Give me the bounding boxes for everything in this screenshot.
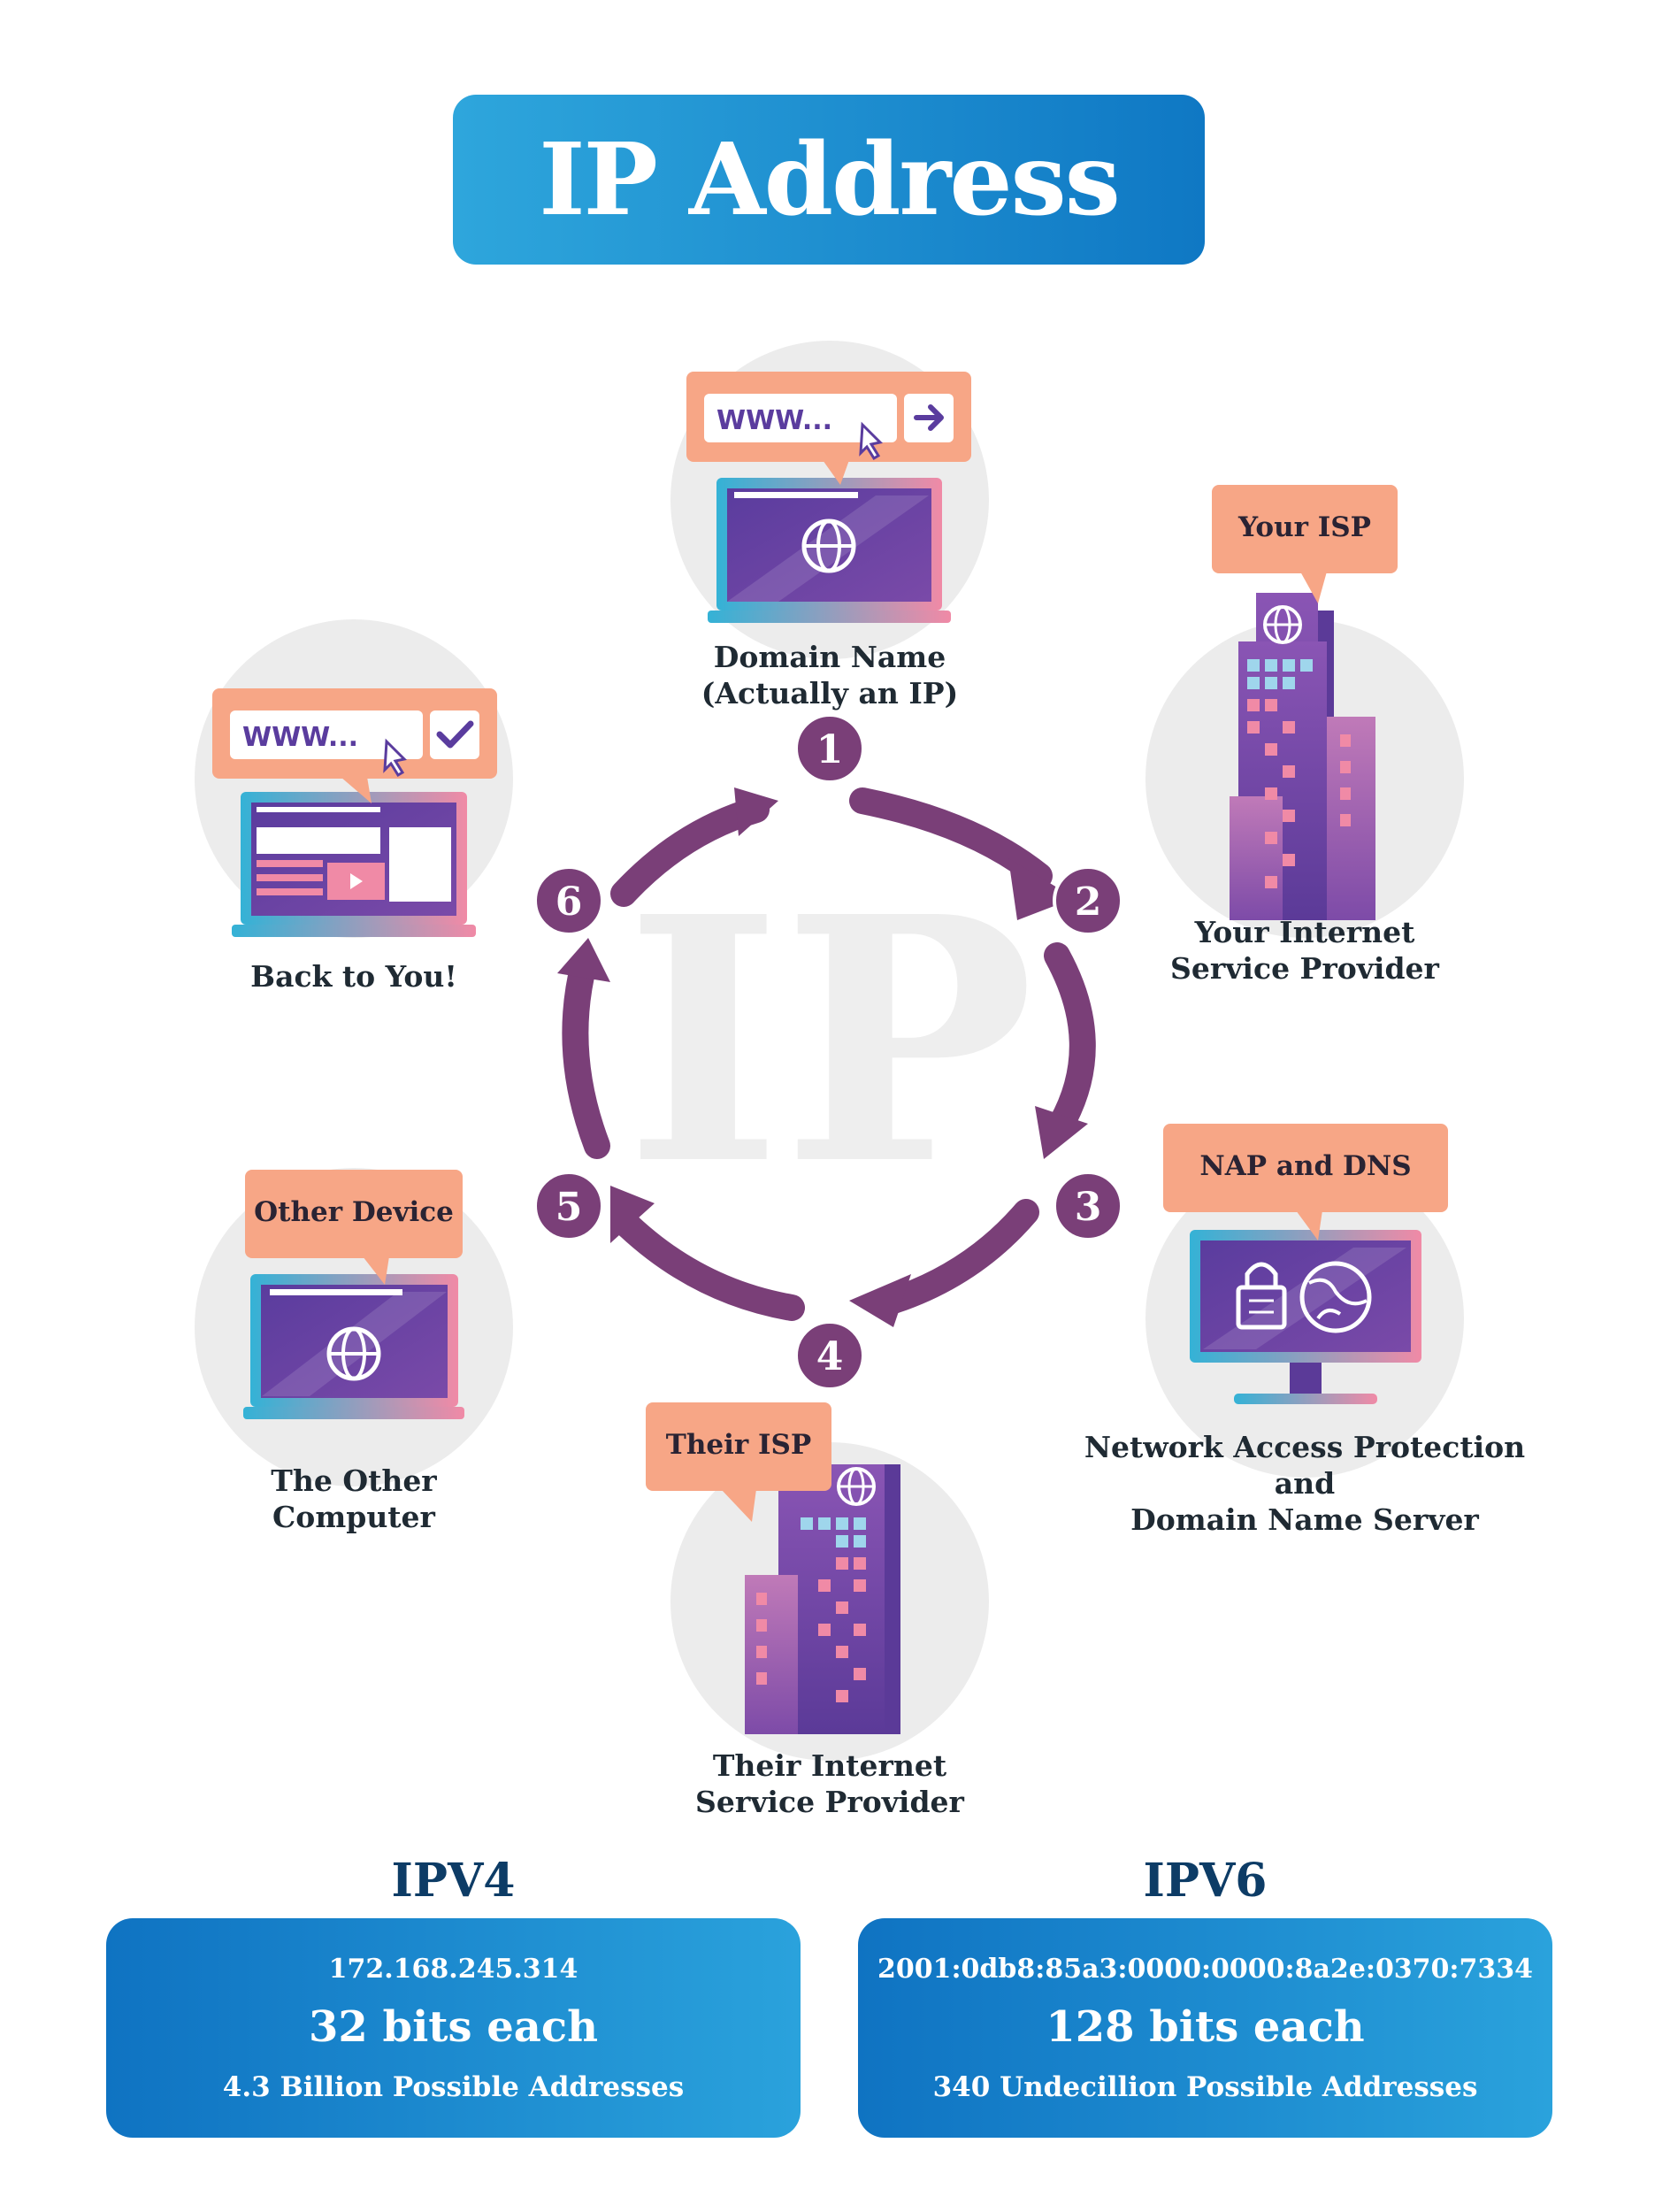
title-banner: IP Address: [453, 95, 1205, 265]
step6-laptop-icon: [232, 792, 476, 937]
step5-caption: The Other Computer: [271, 1463, 437, 1534]
arrow-3-to-4: [880, 1199, 1039, 1314]
arrowhead-2: [1008, 858, 1075, 920]
step6-caption: Back to You!: [250, 959, 457, 994]
ipv6-heading: IPV6: [1143, 1854, 1268, 1908]
ipv4-card: 172.168.245.314 32 bits each 4.3 Billion…: [106, 1918, 801, 2138]
step-number-3: 3: [1053, 1171, 1123, 1241]
checkmark-icon: [436, 720, 474, 749]
ipv4-possible-addresses: 4.3 Billion Possible Addresses: [222, 2070, 685, 2103]
step4-caption: Their Internet Service Provider: [695, 1748, 964, 1819]
arrow-5-to-6: [562, 951, 610, 1159]
step3-bubble-label: NAP and DNS: [1199, 1150, 1412, 1182]
step-number-6: 6: [533, 865, 604, 936]
arrowhead-3: [1035, 1106, 1088, 1159]
cursor-icon: [859, 421, 884, 461]
arrowhead-4: [849, 1274, 911, 1327]
url-input-field: [230, 710, 423, 759]
step3-caption: Network Access Protection and Domain Nam…: [1084, 1430, 1526, 1537]
ipv6-example: 2001:0db8:85a3:0000:0000:8a2e:0370:7334: [877, 1953, 1534, 1985]
step5-laptop-icon: [243, 1274, 464, 1419]
step3-monitor-icon: [1190, 1230, 1421, 1404]
step-number-5-text: 5: [555, 1185, 583, 1230]
ipv4-bits: 32 bits each: [309, 2001, 598, 2052]
step4-bubble-label: Their ISP: [665, 1429, 812, 1461]
arrow-4-to-5: [615, 1212, 805, 1321]
arrow-1-to-2: [849, 787, 1053, 889]
arrow-2-to-3: [1044, 942, 1096, 1137]
step-number-3-text: 3: [1075, 1185, 1102, 1230]
ipv6-bits: 128 bits each: [1046, 2001, 1365, 2052]
step2-caption: Your Internet Service Provider: [1170, 915, 1439, 986]
step-number-4-text: 4: [816, 1334, 844, 1379]
url-input-field: [704, 394, 897, 442]
step-numbers: 1 2 3 4 5 6: [533, 713, 1123, 1391]
step6-url-bubble: WWW...: [212, 688, 497, 803]
step4-building-icon: [745, 1464, 900, 1734]
confirm-button: [430, 710, 479, 759]
step1-url-bubble: WWW...: [686, 372, 971, 485]
step4-bubble: [646, 1402, 831, 1522]
step5-bubble: [245, 1170, 463, 1285]
step-number-2-text: 2: [1075, 879, 1102, 925]
arrowhead-5: [610, 1186, 655, 1243]
step-number-6-text: 6: [555, 879, 583, 925]
step1-caption: Domain Name (Actually an IP): [701, 640, 959, 710]
play-icon: [350, 873, 363, 889]
webpage-banner: [257, 827, 380, 854]
ipv4-example: 172.168.245.314: [328, 1953, 578, 1985]
ip-watermark: IP: [624, 843, 1035, 1239]
world-icon: [1299, 1261, 1372, 1333]
arrowhead-6: [557, 938, 610, 982]
step2-bubble-label: Your ISP: [1238, 511, 1371, 543]
step-number-2: 2: [1053, 865, 1123, 936]
cursor-icon: [383, 738, 408, 778]
arrowhead-1: [734, 787, 778, 836]
ipv6-possible-addresses: 340 Undecillion Possible Addresses: [932, 2070, 1478, 2103]
step-number-1-text: 1: [816, 727, 844, 772]
step2-building-icon: [1230, 593, 1375, 920]
arrow-heads: [557, 787, 1088, 1327]
page-title: IP Address: [539, 121, 1120, 238]
ipv4-heading: IPV4: [391, 1854, 516, 1908]
step1-laptop-icon: [708, 478, 951, 623]
step-number-1: 1: [794, 713, 865, 784]
lock-icon: [1236, 1262, 1287, 1330]
arrow-right-icon: [914, 404, 944, 431]
step3-bubble: [1163, 1124, 1448, 1240]
step6-url-text: WWW...: [242, 722, 358, 753]
step-number-5: 5: [533, 1171, 604, 1241]
ipv6-card: 2001:0db8:85a3:0000:0000:8a2e:0370:7334 …: [858, 1918, 1552, 2138]
step-number-4: 4: [794, 1320, 865, 1391]
step1-url-text: WWW...: [716, 405, 832, 436]
step5-bubble-label: Other Device: [254, 1196, 454, 1228]
step2-bubble: [1212, 485, 1398, 603]
